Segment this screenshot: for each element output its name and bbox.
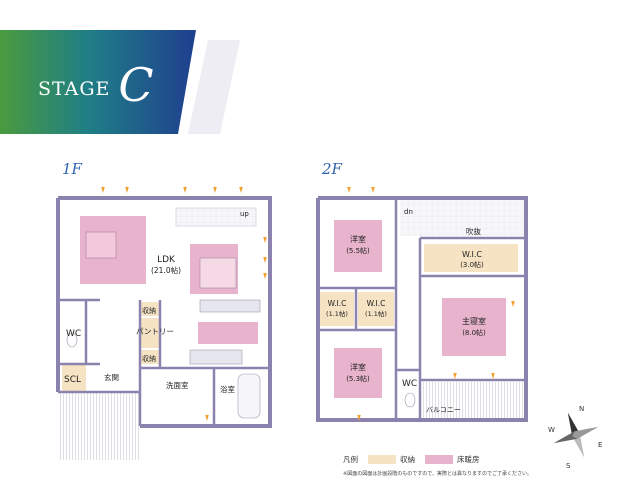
floor-plan-1f: LDK (21.0帖) up WC 収納 パントリー 収納 SCL 玄関 洗面室… xyxy=(56,187,272,460)
label-balcony: バルコニー xyxy=(426,406,461,414)
compass-n: N xyxy=(579,405,584,413)
compass-e: E xyxy=(598,441,602,449)
legend-title: 凡例 xyxy=(343,454,358,464)
label-master: 主寝室 xyxy=(462,316,486,326)
label-bath: 浴室 xyxy=(220,384,235,394)
scl-fill xyxy=(62,364,86,392)
label-master-size: (8.0帖) xyxy=(462,328,486,337)
label-ldk-size: (21.0帖) xyxy=(151,265,181,275)
compass-s: S xyxy=(566,462,571,470)
porch-deck xyxy=(58,392,140,460)
legend-swatch-storage xyxy=(368,454,396,464)
wic-big-fill xyxy=(424,244,518,272)
wic-right-fill xyxy=(358,292,394,326)
heating-master xyxy=(442,298,506,356)
label-dn: dn xyxy=(404,208,413,216)
fukinuke-area xyxy=(400,198,524,236)
label-wic-right: W.I.C xyxy=(367,299,386,308)
legend-floor-heating: 床暖房 xyxy=(457,454,480,464)
label-wc-1f: WC xyxy=(66,329,81,339)
label-wic-left: W.I.C xyxy=(328,299,347,308)
label-storage-top: 収納 xyxy=(142,306,156,315)
label-wic-big: W.I.C xyxy=(462,250,482,259)
label-fukinuke: 吹抜 xyxy=(466,226,481,236)
floor-plan-2f: dn 吹抜 洋室 (5.5帖) W.I.C (3.0帖) W.I.C (1.1帖… xyxy=(316,187,528,422)
legend: 凡例 収納 床暖房 xyxy=(343,452,480,466)
pantry-fill xyxy=(140,318,160,348)
stage-title: STAGE C xyxy=(38,58,155,112)
floor-tag-2f: 2F xyxy=(322,160,342,178)
storage-bottom xyxy=(140,350,160,364)
label-pantry: パントリー xyxy=(136,327,174,336)
label-scl: SCL xyxy=(64,375,81,385)
legend-swatch-heating xyxy=(425,454,453,464)
label-western-bottom: 洋室 xyxy=(350,362,366,372)
stage-prefix: STAGE xyxy=(38,78,111,100)
label-wic-right-size: (1.1帖) xyxy=(365,309,387,318)
floor-tag-1f: 1F xyxy=(62,160,82,178)
heating-western-bottom xyxy=(334,348,382,398)
label-western-bottom-size: (5.3帖) xyxy=(346,374,370,383)
label-wc-2f: WC xyxy=(402,379,417,389)
label-up: up xyxy=(240,210,249,218)
label-ldk: LDK xyxy=(157,255,176,265)
compass-w: W xyxy=(548,426,555,434)
label-wic-big-size: (3.0帖) xyxy=(460,260,484,269)
compass-icon: N E S W xyxy=(548,405,602,470)
title-banner xyxy=(0,30,240,134)
label-storage-bottom: 収納 xyxy=(142,354,156,363)
balcony-deck xyxy=(420,382,526,420)
label-wic-left-size: (1.1帖) xyxy=(326,309,348,318)
legend-storage: 収納 xyxy=(400,454,415,464)
label-western-top-size: (5.5帖) xyxy=(346,246,370,255)
heating-western-top xyxy=(334,220,382,272)
label-entrance: 玄関 xyxy=(104,372,119,382)
stage-letter: C xyxy=(118,58,155,112)
storage-top xyxy=(140,302,160,316)
label-washroom: 洗面室 xyxy=(166,380,189,390)
disclaimer-note: ※図面の図面は計画段階のものですので、実際とは異なりますのでご了承ください。 xyxy=(343,471,532,477)
label-western-top: 洋室 xyxy=(350,234,366,244)
wic-left-fill xyxy=(320,292,354,326)
heating-kitchen xyxy=(198,322,258,344)
